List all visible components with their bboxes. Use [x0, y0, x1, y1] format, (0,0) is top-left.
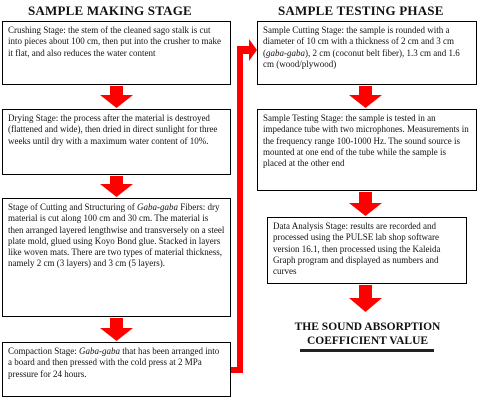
- header-sample-testing: SAMPLE TESTING PHASE: [278, 3, 444, 18]
- arrow-samplecut-to-testing: [349, 86, 382, 108]
- cutting-stage-italic: Gaba-gaba: [136, 202, 178, 212]
- cutting-stage-text-1: Stage of Cutting and Structuring of: [8, 202, 137, 212]
- sample-cutting-text-2: ), 2 cm (coconut belt fiber), 1.3 cm and…: [263, 47, 460, 69]
- sample-cutting-text-1: Sample Cutting Stage: the sample is roun…: [263, 25, 454, 58]
- sample-testing-text: Sample Testing Stage: the sample is test…: [263, 113, 469, 169]
- sample-cutting-italic: gaba-gaba: [266, 47, 305, 58]
- result-underline: [300, 349, 434, 352]
- header-sample-making: SAMPLE MAKING STAGE: [28, 3, 192, 18]
- compaction-stage-text-1: Compaction Stage:: [8, 346, 79, 356]
- sample-testing-stage-box: Sample Testing Stage: the sample is test…: [257, 109, 477, 191]
- crushing-stage-box: Crushing Stage: the stem of the cleaned …: [2, 21, 231, 85]
- compaction-stage-text-2: that has been arranged into a board and …: [8, 346, 220, 379]
- data-analysis-stage-box: Data Analysis Stage: results are recorde…: [267, 217, 467, 284]
- compaction-stage-italic: Gaba-gaba: [79, 346, 120, 356]
- cutting-stage-text-2: Fibers: dry material is cut along 100 cm…: [8, 202, 225, 269]
- compaction-stage-box: Compaction Stage: Gaba-gaba that has bee…: [2, 342, 231, 397]
- arrow-compaction-to-sample-cutting: [231, 39, 257, 373]
- arrow-cutting-to-compaction: [100, 318, 133, 341]
- drying-stage-text: Drying Stage: the process after the mate…: [8, 113, 218, 146]
- cutting-structuring-stage-box: Stage of Cutting and Structuring of Gaba…: [2, 198, 231, 317]
- data-analysis-text: Data Analysis Stage: results are recorde…: [273, 221, 441, 277]
- sound-absorption-result: THE SOUND ABSORPTION COEFFICIENT VALUE: [294, 321, 441, 347]
- sample-cutting-stage-box: Sample Cutting Stage: the sample is roun…: [257, 21, 477, 85]
- arrow-crushing-to-drying: [100, 86, 133, 108]
- arrow-drying-to-cutting: [100, 176, 133, 197]
- arrow-testing-to-analysis: [349, 192, 382, 216]
- crushing-stage-text: Crushing Stage: the stem of the cleaned …: [8, 25, 221, 58]
- arrow-analysis-to-result: [349, 285, 382, 312]
- drying-stage-box: Drying Stage: the process after the mate…: [2, 109, 231, 175]
